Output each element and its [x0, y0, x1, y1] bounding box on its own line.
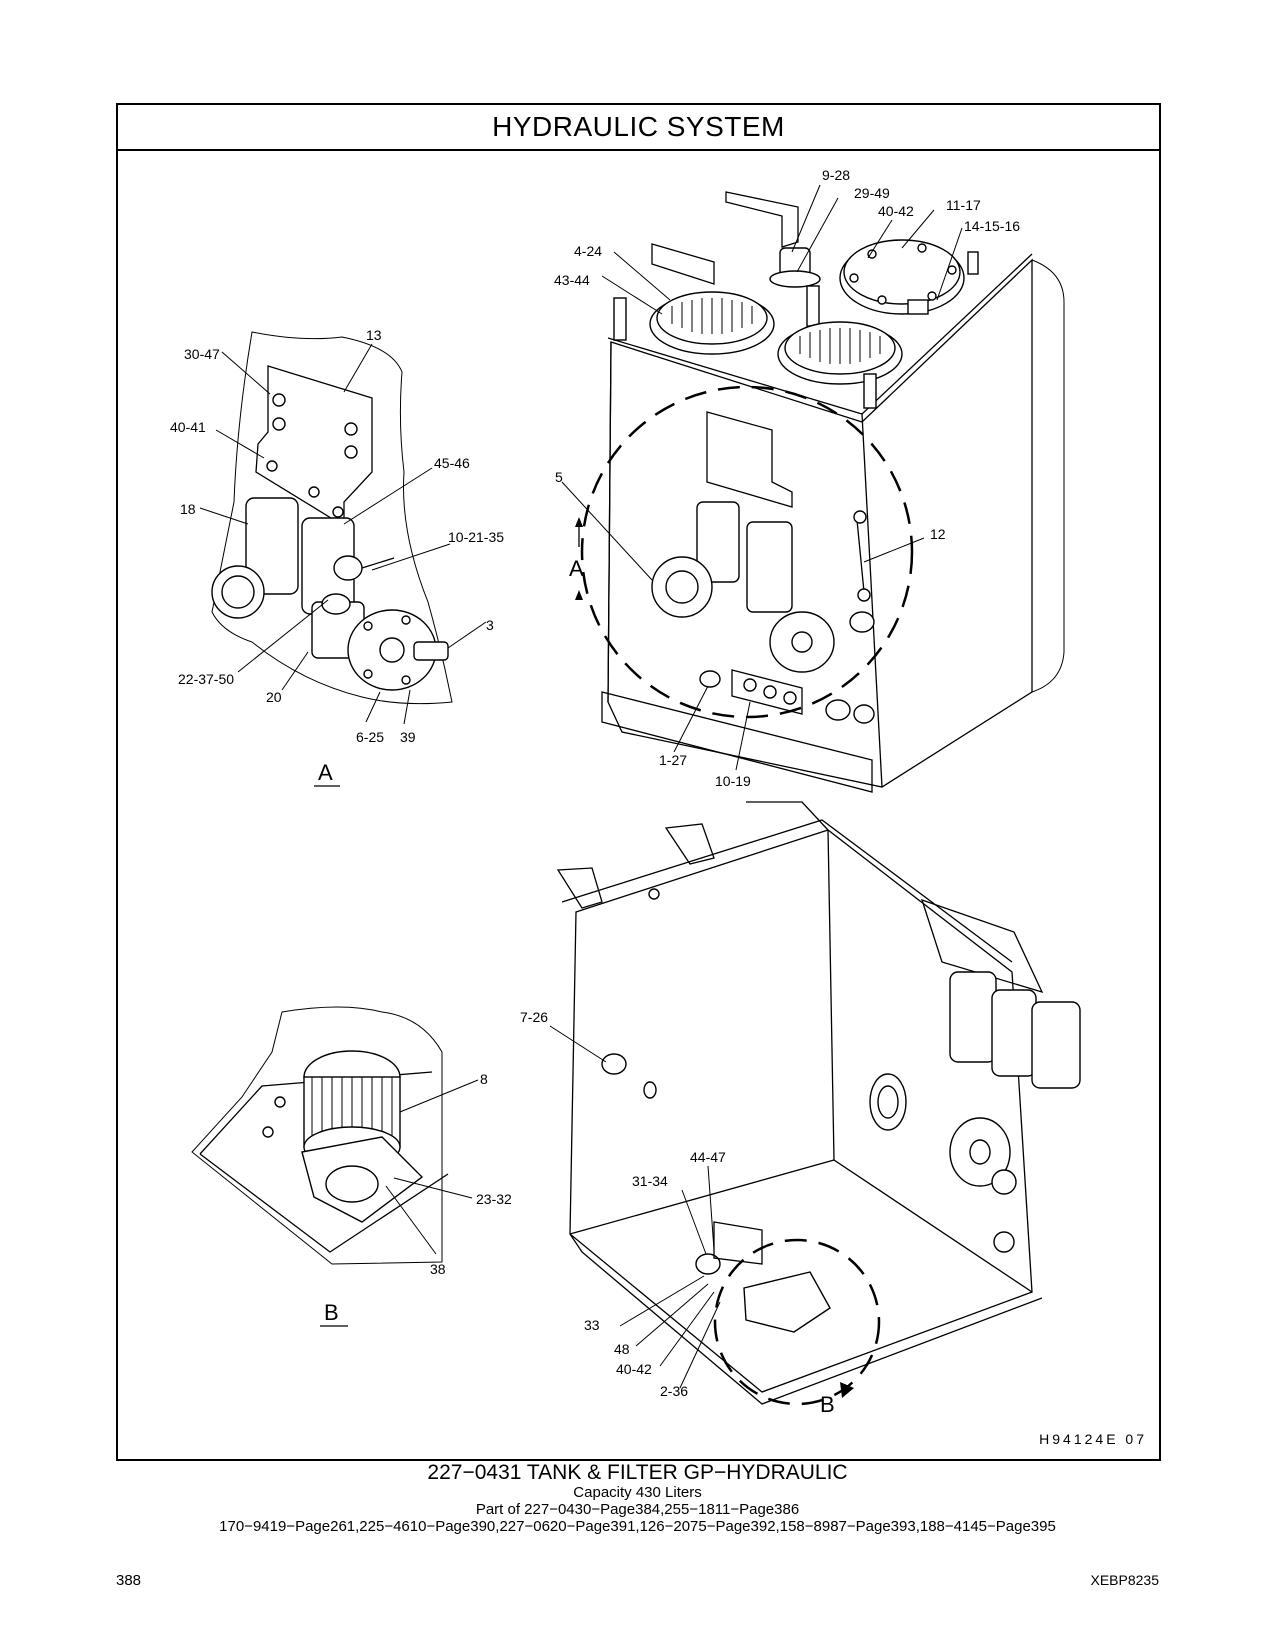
tank-bottom-view: B 7-26 44-47 31-34 33 48 40-42 2-36: [520, 801, 1081, 1417]
callout-12: 12: [930, 526, 946, 542]
document-id: XEBP8235: [1090, 1572, 1160, 1588]
tank-top-view: A 9-28 29-49 40-42 11-17 14-15-16 4-24 4…: [554, 167, 1065, 793]
callout-14-15-16: 14-15-16: [964, 218, 1020, 234]
view-b-arrow-label: B: [820, 1392, 835, 1417]
callout-29-49: 29-49: [854, 185, 890, 201]
callout-38: 38: [430, 1261, 446, 1277]
detail-a-view: 13 30-47 40-41 45-46 18 10-21-35 3 22-37…: [170, 327, 504, 787]
callout-9-28: 9-28: [822, 167, 850, 183]
callout-48: 48: [614, 1341, 630, 1357]
illustration-code: H94124E 07: [1039, 1431, 1147, 1447]
callout-33: 33: [584, 1317, 600, 1333]
callout-20: 20: [266, 689, 282, 705]
callout-18: 18: [180, 501, 196, 517]
callout-40-41: 40-41: [170, 419, 206, 435]
view-a-arrow-label: A: [569, 556, 584, 581]
view-a-label: A: [318, 760, 333, 785]
parts-drawing: A 9-28 29-49 40-42 11-17 14-15-16 4-24 4…: [170, 167, 1081, 1417]
callout-11-17: 11-17: [946, 197, 981, 213]
cover-plate: [839, 239, 965, 315]
callout-6-25: 6-25: [356, 729, 384, 745]
callout-7-26: 7-26: [520, 1009, 548, 1025]
callout-44-47: 44-47: [690, 1149, 726, 1165]
detail-b-circle: [713, 1238, 881, 1406]
filter-cap-right: [777, 321, 903, 385]
callout-22-37-50: 22-37-50: [178, 671, 234, 687]
callout-3: 3: [486, 617, 494, 633]
callout-43-44: 43-44: [554, 272, 590, 288]
callout-30-47: 30-47: [184, 346, 220, 362]
caption-capacity: Capacity 430 Liters: [573, 1484, 702, 1501]
callout-5: 5: [555, 469, 563, 485]
page-title: HYDRAULIC SYSTEM: [118, 105, 1159, 151]
callout-2-36: 2-36: [660, 1383, 688, 1399]
view-b-label: B: [324, 1300, 339, 1325]
illustration-frame: HYDRAULIC SYSTEM: [116, 103, 1161, 1461]
callout-10-21-35: 10-21-35: [448, 529, 504, 545]
callout-40-42-bottom: 40-42: [616, 1361, 652, 1377]
caption-block: 227−0431 TANK & FILTER GP−HYDRAULIC Capa…: [0, 1461, 1275, 1536]
page-number: 388: [116, 1572, 142, 1589]
callout-40-42-top: 40-42: [878, 203, 914, 219]
caption-related-pages: 170−9419−Page261,225−4610−Page390,227−06…: [219, 1518, 1056, 1535]
callout-4-24: 4-24: [574, 243, 602, 259]
callout-1-27: 1-27: [659, 752, 687, 768]
caption-title: 227−0431 TANK & FILTER GP−HYDRAULIC: [427, 1461, 848, 1484]
filter-cap-left: [649, 291, 775, 355]
detail-b-view: 8 23-32 38 B: [191, 1006, 512, 1327]
callout-45-46: 45-46: [434, 455, 470, 471]
callout-13: 13: [366, 327, 382, 343]
callout-8: 8: [480, 1071, 488, 1087]
callout-39: 39: [400, 729, 416, 745]
callout-10-19: 10-19: [715, 773, 751, 789]
caption-part-of: Part of 227−0430−Page384,255−1811−Page38…: [475, 1501, 800, 1518]
callout-31-34: 31-34: [632, 1173, 668, 1189]
callout-23-32: 23-32: [476, 1191, 512, 1207]
